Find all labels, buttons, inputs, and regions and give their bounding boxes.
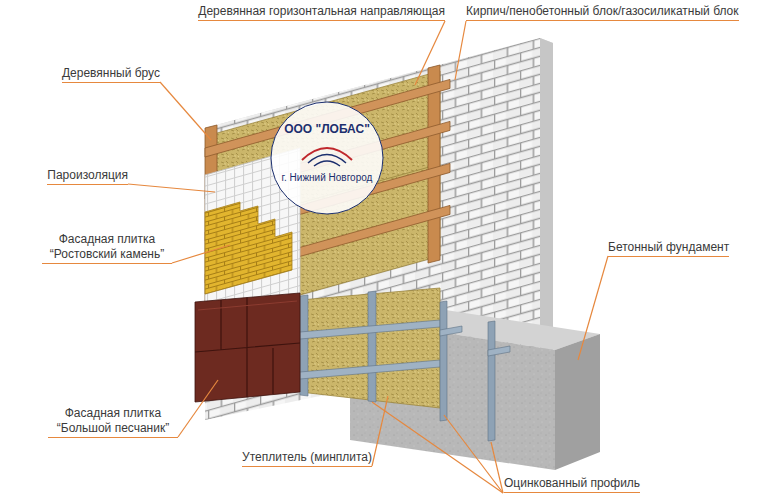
metal-profile (300, 360, 440, 379)
part-label: Фасадная плитка “Большой песчаник” (48, 406, 178, 438)
tile-joints (195, 298, 300, 398)
tile-highlight (198, 301, 297, 310)
metal-profile (300, 295, 308, 396)
watermark-circle (271, 102, 383, 214)
watermark-text: г. Нижний Новгород (271, 172, 383, 183)
part-label: Кирпич/пенобетонный блок/газосиликатный … (466, 4, 739, 21)
watermark-text: ООО "ЛОБАС" (271, 122, 383, 136)
part-label: Пароизоляция (47, 168, 128, 185)
watermark-emblem (308, 155, 346, 167)
metal-bracket (440, 326, 462, 336)
metal-bracket (488, 346, 510, 356)
part-label: Оцинкованный профиль (504, 476, 640, 493)
part-label: Фасадная плитка “Ростовский камень” (42, 232, 172, 264)
leader-lines (128, 21, 608, 493)
part-label: Деревянный брус (62, 66, 160, 83)
brick-wall-side (540, 38, 553, 352)
metal-profile (440, 301, 447, 421)
metal-profile (300, 320, 440, 339)
yellow-facade-tile (205, 202, 292, 294)
part-label: Утеплитель (минплита) (242, 450, 372, 467)
part-label: Деревянная горизонтальная направляющая (198, 4, 445, 21)
mineral-wool-lower (300, 288, 440, 408)
metal-profile (488, 321, 495, 441)
brown-facade-tile (195, 293, 300, 402)
part-label: Бетонный фундамент (608, 240, 729, 257)
metal-profile (368, 291, 376, 402)
foundation-side (555, 334, 600, 470)
wooden-beam (428, 65, 440, 263)
